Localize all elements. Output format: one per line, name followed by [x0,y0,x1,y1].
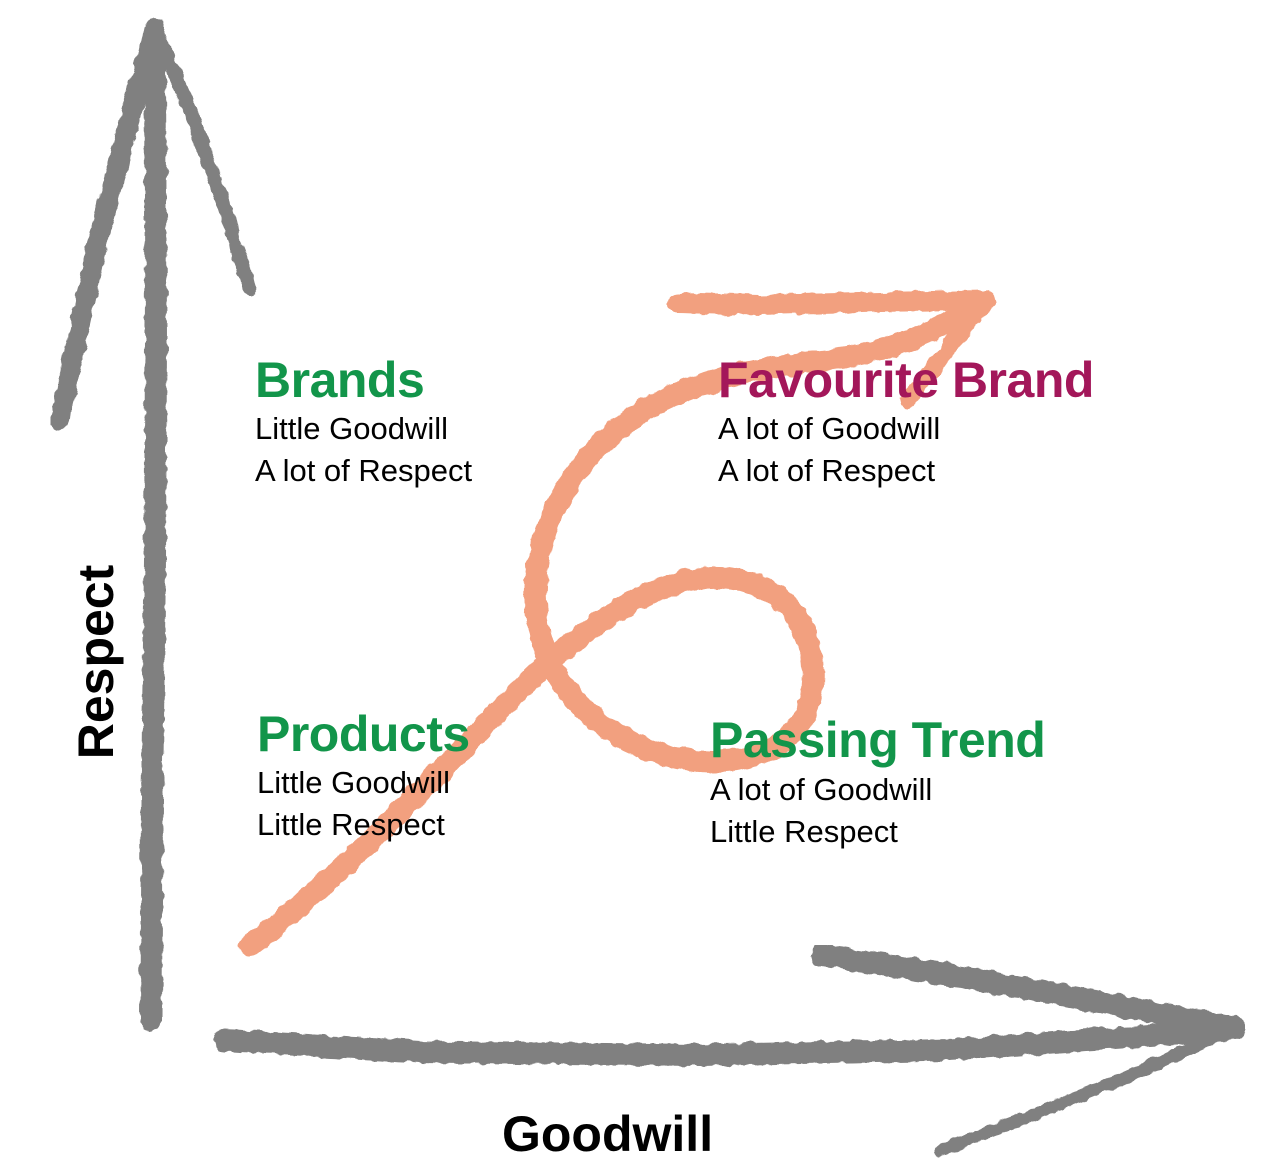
products-goodwill-text: Little Goodwill [257,765,450,800]
products-title: Products [257,706,470,762]
goodwill-axis-arrow [214,944,1246,1156]
passing-trend-respect-text: Little Respect [710,814,898,849]
respect-axis-head-left [50,18,165,430]
goodwill-axis-head-upper [811,944,1246,1039]
favourite-brand-title: Favourite Brand [718,352,1094,408]
journey-path-arrow [239,290,996,956]
journey-arrow-head-side [900,292,993,408]
respect-axis-head-right [148,21,257,297]
respect-axis-shaft [140,49,167,1031]
brands-respect-text: A lot of Respect [255,453,473,488]
journey-arrow-head-top [668,290,995,315]
goodwill-axis-label: Goodwill [502,1106,714,1162]
passing-trend-goodwill-text: A lot of Goodwill [710,772,933,807]
passing-trend-title: Passing Trend [710,712,1046,768]
journey-path-line [239,291,996,956]
favourite-brand-respect-text: A lot of Respect [718,453,936,488]
products-respect-text: Little Respect [257,807,445,842]
brands-goodwill-text: Little Goodwill [255,411,448,446]
goodwill-axis-head-lower [934,1022,1241,1156]
respect-axis-label: Respect [68,564,124,760]
favourite-brand-goodwill-text: A lot of Goodwill [718,411,941,446]
respect-axis-arrow [50,18,257,1031]
brands-title: Brands [255,352,425,408]
goodwill-axis-shaft [214,1019,1236,1066]
